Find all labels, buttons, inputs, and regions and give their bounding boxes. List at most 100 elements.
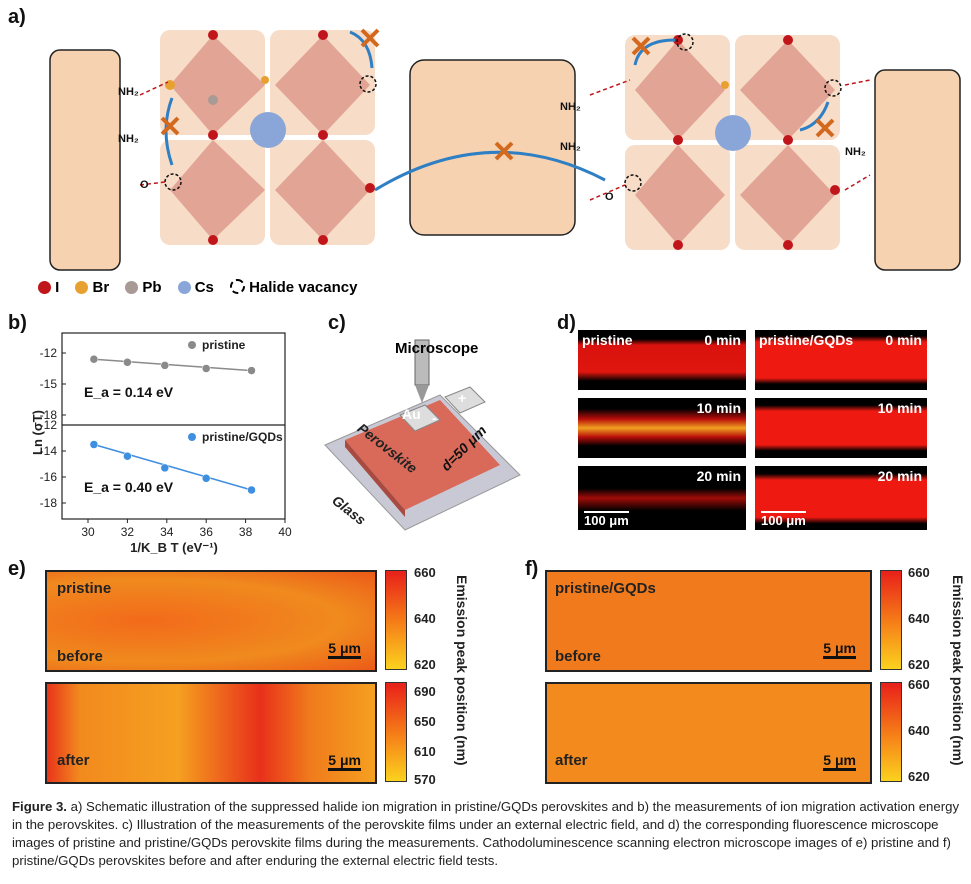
legend-item-vacancy: Halide vacancy [229, 279, 357, 296]
x-tick-label: 30 [81, 525, 95, 539]
cl-map-gqds-after: after 5 μm [545, 682, 872, 784]
svg-text:NH₂: NH₂ [560, 101, 581, 113]
column-label: pristine [582, 332, 633, 348]
nh2-label: NH₂ [118, 86, 139, 98]
colorbar-label-e: Emission peak position (nm) [454, 575, 470, 766]
svg-text:O: O [140, 179, 149, 191]
x-axis-label: 1/K_B T (eV⁻¹) [130, 540, 218, 555]
caption-label: Figure 3. [12, 799, 67, 814]
device-illustration [324, 339, 521, 531]
colorbar-e-before [385, 570, 407, 670]
x-tick-label: 32 [121, 525, 135, 539]
functional-group-labels: NH₂ NH₂ O NH₂ NH₂ O NH₂ [118, 86, 866, 203]
y-tick-label: -15 [40, 377, 58, 391]
microscope-label: Microscope [395, 340, 479, 357]
fluorescence-gqds-20min: 20 min 100 μm [755, 466, 927, 530]
gqd-sheet-center [409, 59, 576, 236]
legend-marker [188, 341, 196, 349]
scale-bar: 5 μm [328, 640, 361, 659]
x-tick-label: 34 [160, 525, 174, 539]
hydrogen-bonds [139, 79, 871, 201]
colorbar-f-after [880, 682, 902, 782]
data-point [160, 361, 170, 370]
svg-text:O: O [605, 191, 614, 203]
blocked-x-marks [160, 28, 835, 161]
cl-map-pristine-after: after 5 μm [45, 682, 377, 784]
perovskite-lattice-right [625, 35, 840, 250]
y-tick-label: -12 [40, 346, 58, 360]
legend-item-pb: Pb [125, 279, 162, 296]
figure-caption: Figure 3. a) Schematic illustration of t… [12, 798, 962, 870]
time-label: 0 min [704, 332, 741, 348]
data-point [201, 364, 211, 373]
legend-label: pristine/GQDs [202, 430, 283, 444]
plot-frame [61, 332, 286, 520]
y-tick-label: -18 [40, 496, 58, 510]
time-label: 10 min [877, 400, 922, 416]
data-point [247, 366, 256, 375]
x-tick-label: 40 [278, 525, 292, 539]
legend-item-br: Br [75, 279, 109, 296]
legend-marker [188, 433, 196, 441]
time-label: 10 min [696, 400, 741, 416]
gqd-sheet-right [874, 69, 961, 271]
y-tick-label: -18 [40, 408, 58, 422]
cl-map-gqds-before: pristine/GQDs before 5 μm [545, 570, 872, 672]
data-point [123, 358, 132, 367]
x-tick-label: 36 [200, 525, 214, 539]
activation-energy-label: E_a = 0.14 eV [84, 384, 174, 400]
y-tick-label: -14 [40, 444, 58, 458]
y-axis-label: Ln (σT) [30, 410, 45, 455]
panel-label-d: d) [557, 312, 576, 334]
legend-a: I Br Pb Cs Halide vacancy [38, 279, 357, 296]
cl-map-pristine-before: pristine before 5 μm [45, 570, 377, 672]
data-point [89, 440, 99, 449]
panel-label-a: a) [8, 6, 26, 28]
colorbar-f-before [880, 570, 902, 670]
ions [165, 30, 840, 250]
perovskite-lattice-left [160, 30, 375, 245]
fit-line-1 [93, 443, 252, 491]
x-tick-label: 38 [239, 525, 253, 539]
panel-label-c: c) [328, 312, 346, 334]
fluorescence-pristine-10min: 10 min [578, 398, 746, 458]
scale-bar: 100 μm [584, 511, 629, 528]
au-label: Au [402, 406, 421, 422]
data-point [201, 474, 211, 483]
colorbar-e-after [385, 682, 407, 782]
gqd-sheet-left [49, 49, 121, 271]
panel-label-e: e) [8, 558, 26, 580]
data-point [89, 354, 99, 364]
time-label: 20 min [877, 468, 922, 484]
minus-label: - [432, 410, 437, 426]
y-tick-label: -12 [40, 418, 58, 432]
legend-item-cs: Cs [177, 279, 214, 296]
svg-text:NH₂: NH₂ [118, 133, 139, 145]
panel-label-b: b) [8, 312, 27, 334]
legend-item-i: I [38, 279, 59, 296]
fluorescence-gqds-0min: pristine/GQDs 0 min [755, 330, 927, 390]
halide-vacancies [164, 33, 842, 192]
fluorescence-pristine-20min: 20 min 100 μm [578, 466, 746, 530]
scale-bar: 100 μm [761, 511, 806, 528]
data-point [247, 485, 256, 495]
fit-line-0 [93, 358, 252, 372]
colorbar-label-f: Emission peak position (nm) [950, 575, 966, 766]
caption-text: a) Schematic illustration of the suppres… [12, 799, 960, 868]
data-point [160, 463, 170, 473]
y-tick-label: -16 [40, 470, 58, 484]
activation-energy-label: E_a = 0.40 eV [84, 479, 174, 495]
fluorescence-gqds-10min: 10 min [755, 398, 927, 458]
time-label: 0 min [885, 332, 922, 348]
plus-label: + [458, 390, 467, 406]
data-point [123, 451, 132, 461]
legend-label: pristine [202, 338, 246, 352]
svg-text:NH₂: NH₂ [560, 141, 581, 153]
panel-label-f: f) [525, 558, 539, 580]
schematic-ion-migration: NH₂ NH₂ O NH₂ NH₂ O NH₂ [49, 28, 961, 271]
column-label: pristine/GQDs [759, 332, 854, 348]
time-label: 20 min [696, 468, 741, 484]
svg-text:NH₂: NH₂ [845, 146, 866, 158]
